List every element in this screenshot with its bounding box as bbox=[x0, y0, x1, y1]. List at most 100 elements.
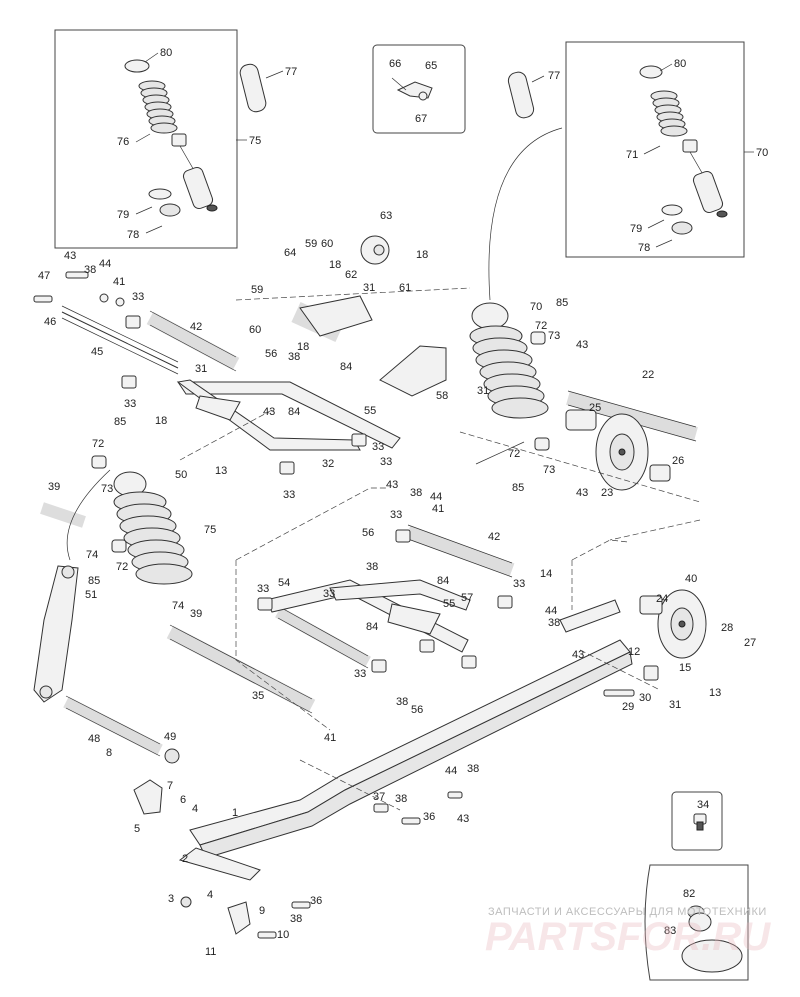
callout-46: 46 bbox=[44, 316, 56, 328]
callout-35: 35 bbox=[252, 690, 264, 702]
callout-83: 83 bbox=[664, 925, 676, 937]
callout-4-top: 4 bbox=[192, 803, 198, 815]
callout-38-rail: 38 bbox=[548, 617, 560, 629]
callout-70: 70 bbox=[530, 301, 542, 313]
callout-18-top: 18 bbox=[329, 259, 341, 271]
callout-5: 5 bbox=[134, 823, 140, 835]
callout-22: 22 bbox=[642, 369, 654, 381]
callout-26: 26 bbox=[672, 455, 684, 467]
callout-51: 51 bbox=[85, 589, 97, 601]
callout-55-top: 55 bbox=[364, 405, 376, 417]
callout-66: 66 bbox=[389, 58, 401, 70]
callout-75-inset: 75 bbox=[249, 135, 261, 147]
callout-59-mid: 59 bbox=[251, 284, 263, 296]
inset-box-shock-right bbox=[565, 41, 745, 258]
callout-56-low: 56 bbox=[411, 704, 423, 716]
callout-8: 8 bbox=[106, 747, 112, 759]
seal-parts bbox=[681, 905, 743, 973]
callout-38-bottom: 38 bbox=[290, 913, 302, 925]
inset-box-fitting bbox=[671, 791, 723, 851]
callout-labels: 80 77 76 75 79 78 66 65 67 77 80 71 70 7… bbox=[38, 47, 768, 958]
callout-25: 25 bbox=[589, 402, 601, 414]
callout-50: 50 bbox=[175, 469, 187, 481]
shock-absorber-right bbox=[469, 302, 550, 451]
callout-54: 54 bbox=[278, 577, 290, 589]
callout-33-arm-r2: 33 bbox=[380, 456, 392, 468]
callout-42-center: 42 bbox=[488, 531, 500, 543]
callout-29: 29 bbox=[622, 701, 634, 713]
watermark: ЗАПЧАСТИ И АКСЕССУАРЫ ДЛЯ МОТОТЕХНИКИ PA… bbox=[485, 906, 771, 959]
callout-72-low: 72 bbox=[116, 561, 128, 573]
callout-12: 12 bbox=[628, 646, 640, 658]
callout-57: 57 bbox=[461, 592, 473, 604]
callout-85-top: 85 bbox=[556, 297, 568, 309]
callout-47: 47 bbox=[38, 270, 50, 282]
callout-73-top: 73 bbox=[548, 330, 560, 342]
shafts bbox=[40, 301, 698, 757]
callout-33-tl: 33 bbox=[132, 291, 144, 303]
callout-38-low: 38 bbox=[396, 696, 408, 708]
callout-39-top: 39 bbox=[48, 481, 60, 493]
callout-74-top: 74 bbox=[86, 549, 98, 561]
lower-arm bbox=[265, 579, 471, 653]
callout-38-mid-rail: 38 bbox=[467, 763, 479, 775]
callout-24: 24 bbox=[656, 593, 668, 605]
callout-74-low: 74 bbox=[172, 600, 184, 612]
callout-44-center: 44 bbox=[430, 491, 442, 503]
callout-38-tl: 38 bbox=[84, 264, 96, 276]
callout-59-top: 59 bbox=[305, 238, 317, 250]
callout-15: 15 bbox=[679, 662, 691, 674]
callout-31-arm: 31 bbox=[195, 363, 207, 375]
upper-arm bbox=[176, 379, 401, 451]
callout-7: 7 bbox=[167, 780, 173, 792]
callout-43-rail-low: 43 bbox=[457, 813, 469, 825]
callout-64: 64 bbox=[284, 247, 296, 259]
callout-65: 65 bbox=[425, 60, 437, 72]
watermark-tagline: ЗАПЧАСТИ И АКСЕССУАРЫ ДЛЯ МОТОТЕХНИКИ bbox=[488, 906, 767, 918]
callout-34: 34 bbox=[697, 799, 709, 811]
callout-33-low-2: 33 bbox=[323, 588, 335, 600]
callout-62: 62 bbox=[345, 269, 357, 281]
callout-63: 63 bbox=[380, 210, 392, 222]
callout-55-center: 55 bbox=[443, 598, 455, 610]
callout-77-right: 77 bbox=[548, 70, 560, 82]
callout-56-mid: 56 bbox=[265, 348, 277, 360]
callout-33-arm-r1: 33 bbox=[372, 441, 384, 453]
callout-14: 14 bbox=[540, 568, 552, 580]
callout-79-left: 79 bbox=[117, 209, 129, 221]
callout-48: 48 bbox=[88, 733, 100, 745]
slide-rail bbox=[178, 599, 633, 881]
callout-33-low-left: 33 bbox=[257, 583, 269, 595]
callout-43-wheel: 43 bbox=[576, 487, 588, 499]
callout-43-rail: 43 bbox=[572, 649, 584, 661]
callout-33-right-center: 33 bbox=[513, 578, 525, 590]
callout-27: 27 bbox=[744, 637, 756, 649]
callout-4-bottom: 4 bbox=[207, 889, 213, 901]
callout-39-low: 39 bbox=[190, 608, 202, 620]
hardware-fasteners bbox=[33, 271, 659, 939]
callout-41-tl: 41 bbox=[113, 276, 125, 288]
callout-30: 30 bbox=[639, 692, 651, 704]
callout-72-right: 72 bbox=[508, 448, 520, 460]
callout-61: 61 bbox=[399, 282, 411, 294]
callout-76: 76 bbox=[117, 136, 129, 148]
callout-45: 45 bbox=[91, 346, 103, 358]
callout-41-rail: 41 bbox=[324, 732, 336, 744]
callout-33-arm: 33 bbox=[124, 398, 136, 410]
callout-70-inset: 70 bbox=[756, 147, 768, 159]
callout-60-top: 60 bbox=[321, 238, 333, 250]
callout-44-mid-rail: 44 bbox=[445, 765, 457, 777]
callout-77-left: 77 bbox=[285, 66, 297, 78]
callout-13-rail: 13 bbox=[709, 687, 721, 699]
shock-absorber-left bbox=[91, 455, 193, 585]
callout-60-mid: 60 bbox=[249, 324, 261, 336]
callout-28: 28 bbox=[721, 622, 733, 634]
callout-78-left: 78 bbox=[127, 229, 139, 241]
callout-11: 11 bbox=[205, 946, 216, 958]
callout-6: 6 bbox=[180, 794, 186, 806]
fitting-part bbox=[693, 813, 707, 831]
callout-38-mid: 38 bbox=[288, 351, 300, 363]
callout-3: 3 bbox=[168, 893, 174, 905]
dashed-reference-lines bbox=[66, 287, 701, 811]
